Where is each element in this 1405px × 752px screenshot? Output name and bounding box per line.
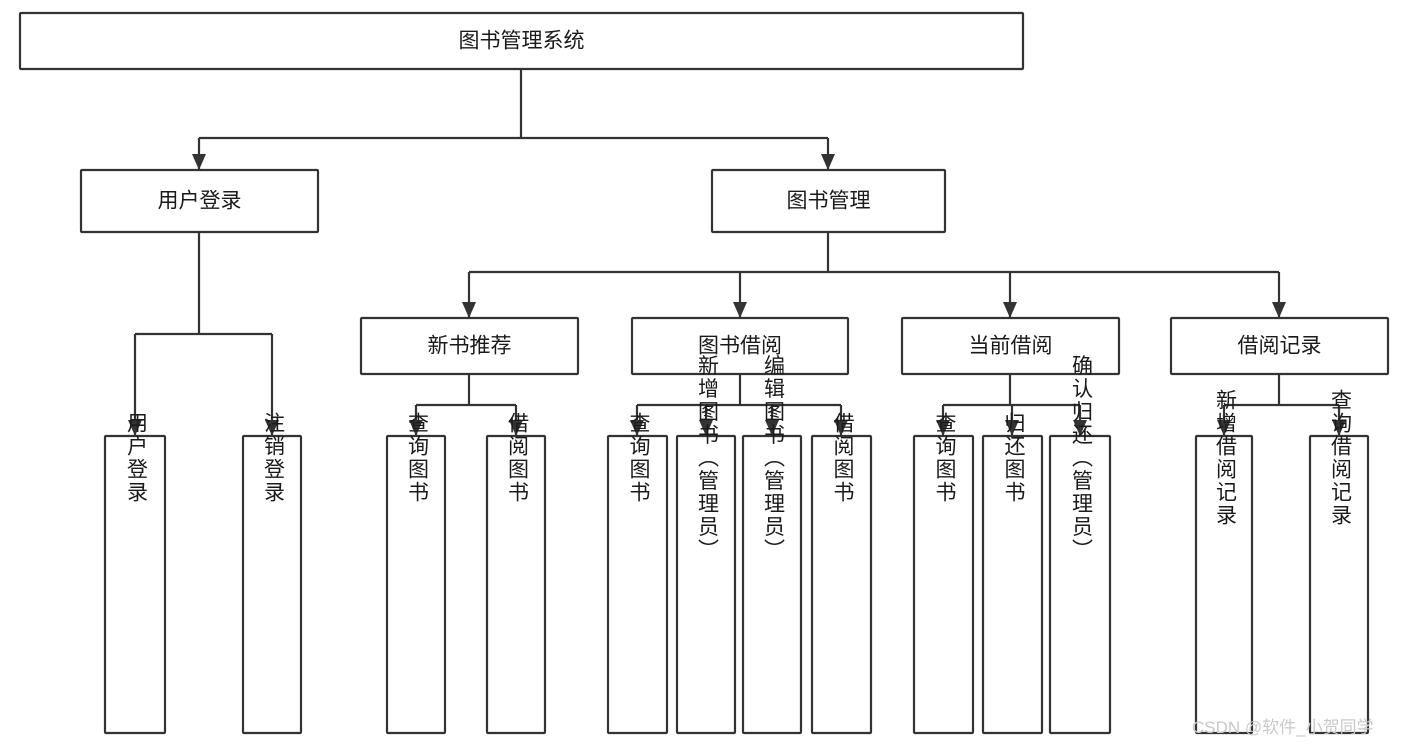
arrow-head-icon	[765, 420, 779, 436]
node-leaf-query-book-borrow[interactable]: 查询图书	[606, 412, 669, 735]
arrow-head-icon	[630, 420, 644, 436]
node-label: 查询图书	[405, 412, 429, 504]
node-label: 新增借阅记录	[1213, 389, 1237, 527]
node-book-manage[interactable]: 图书管理	[710, 168, 947, 234]
node-label: 借阅记录	[1238, 335, 1322, 358]
node-leaf-confirm-return[interactable]: 确认归还（管理员）	[1048, 355, 1112, 735]
arrow-head-icon	[128, 420, 142, 436]
node-label: 新书推荐	[428, 335, 512, 358]
node-label: 用户登录	[158, 190, 242, 213]
node-box[interactable]	[741, 434, 803, 735]
arrow-head-icon	[409, 420, 423, 436]
node-borrow-record[interactable]: 借阅记录	[1169, 316, 1390, 376]
node-user-login[interactable]: 用户登录	[79, 168, 320, 234]
node-box[interactable]	[810, 434, 873, 735]
node-leaf-user-login[interactable]: 用户登录	[103, 412, 167, 735]
node-leaf-query-record[interactable]: 查询借阅记录	[1308, 389, 1370, 735]
diagram-nodes: 图书管理系统用户登录图书管理新书推荐图书借阅当前借阅借阅记录用户登录注销登录查询…	[18, 11, 1390, 735]
node-label: 借阅图书	[505, 412, 529, 504]
arrow-head-icon	[1073, 420, 1087, 436]
node-label: 借阅图书	[831, 412, 855, 504]
arrow-head-icon	[1332, 420, 1346, 436]
arrow-head-icon	[265, 420, 279, 436]
node-leaf-borrow-book-rec[interactable]: 借阅图书	[485, 412, 547, 735]
arrow-head-icon	[1005, 420, 1019, 436]
node-leaf-query-book-cur[interactable]: 查询图书	[912, 412, 975, 735]
arrow-head-icon	[699, 420, 713, 436]
node-leaf-edit-book[interactable]: 编辑图书（管理员）	[741, 355, 803, 735]
node-box[interactable]	[630, 316, 850, 376]
node-current-borrow[interactable]: 当前借阅	[900, 316, 1121, 376]
node-label: 查询借阅记录	[1328, 389, 1352, 527]
node-leaf-add-book[interactable]: 新增图书（管理员）	[675, 355, 737, 735]
arrow-head-icon	[509, 420, 523, 436]
node-label: 归还图书	[1002, 412, 1026, 504]
node-box[interactable]	[79, 168, 320, 234]
node-leaf-return-book[interactable]: 归还图书	[981, 412, 1044, 735]
node-label: 确认归还（管理员）	[1069, 355, 1093, 562]
connector-lines	[128, 69, 1346, 436]
node-box[interactable]	[18, 11, 1025, 71]
node-box[interactable]	[1308, 434, 1370, 735]
arrow-head-icon	[1003, 302, 1017, 318]
node-box[interactable]	[359, 316, 580, 376]
node-label: 图书管理	[787, 190, 871, 213]
node-box[interactable]	[912, 434, 975, 735]
node-label: 图书管理系统	[459, 30, 585, 53]
arrow-head-icon	[821, 154, 835, 170]
arrow-head-icon	[834, 420, 848, 436]
node-box[interactable]	[103, 434, 167, 735]
node-label: 注销登录	[261, 412, 285, 504]
node-label: 查询图书	[933, 412, 957, 504]
node-box[interactable]	[1048, 434, 1112, 735]
node-box[interactable]	[606, 434, 669, 735]
node-new-book-rec[interactable]: 新书推荐	[359, 316, 580, 376]
node-box[interactable]	[241, 434, 303, 735]
node-box[interactable]	[1194, 434, 1254, 735]
node-leaf-logout[interactable]: 注销登录	[241, 412, 303, 735]
node-box[interactable]	[981, 434, 1044, 735]
node-box[interactable]	[485, 434, 547, 735]
node-label: 当前借阅	[969, 335, 1053, 358]
node-label: 图书借阅	[698, 335, 782, 358]
node-label: 用户登录	[124, 412, 148, 504]
node-leaf-query-book-rec[interactable]: 查询图书	[385, 412, 447, 735]
arrow-head-icon	[1272, 302, 1286, 318]
arrow-head-icon	[192, 154, 206, 170]
node-box[interactable]	[710, 168, 947, 234]
node-label: 编辑图书（管理员）	[761, 355, 785, 562]
node-book-borrow[interactable]: 图书借阅	[630, 316, 850, 376]
node-box[interactable]	[900, 316, 1121, 376]
node-label: 新增图书（管理员）	[695, 355, 719, 562]
node-leaf-add-record[interactable]: 新增借阅记录	[1194, 389, 1254, 735]
node-box[interactable]	[385, 434, 447, 735]
node-root[interactable]: 图书管理系统	[18, 11, 1025, 71]
arrow-head-icon	[462, 302, 476, 318]
node-leaf-borrow-book[interactable]: 借阅图书	[810, 412, 873, 735]
watermark-label: CSDN @软件_小贺同学	[1192, 718, 1374, 737]
node-label: 查询图书	[627, 412, 651, 504]
node-box[interactable]	[675, 434, 737, 735]
arrow-head-icon	[936, 420, 950, 436]
node-box[interactable]	[1169, 316, 1390, 376]
arrow-head-icon	[1217, 420, 1231, 436]
arrow-head-icon	[733, 302, 747, 318]
